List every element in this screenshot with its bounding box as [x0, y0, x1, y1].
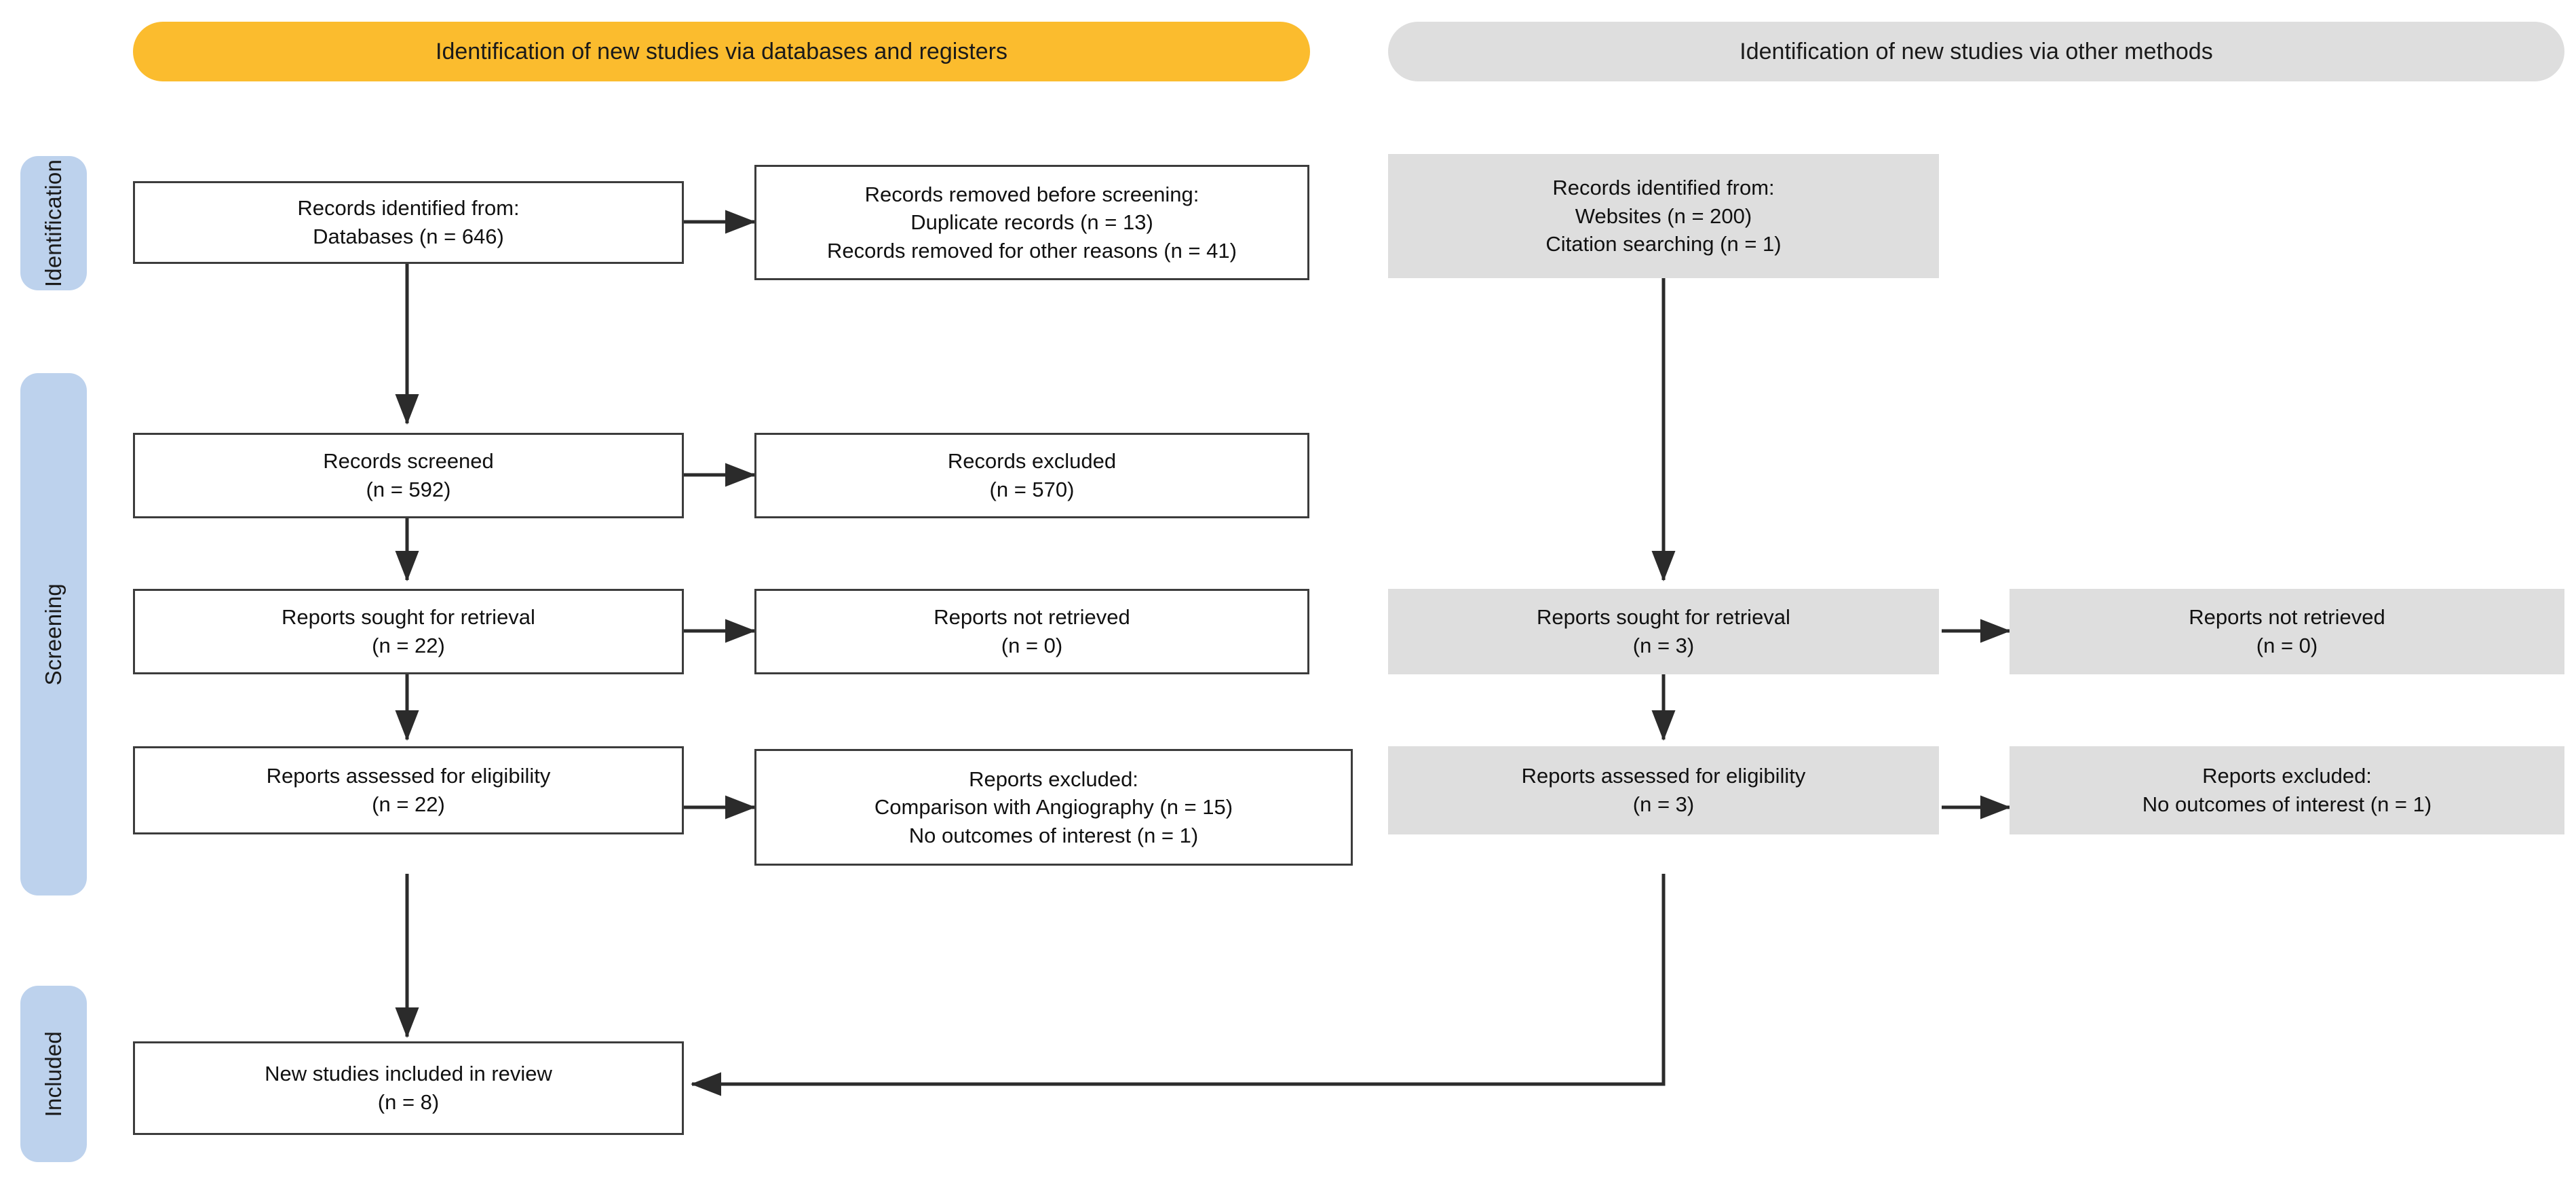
- node-db-reports-sought-for-retrieval: Reports sought for retrieval (n = 22): [133, 589, 684, 674]
- node-records-screened: Records screened (n = 592): [133, 433, 684, 518]
- node-line: (n = 0): [1001, 634, 1063, 657]
- banner-databases-registers: Identification of new studies via databa…: [133, 22, 1310, 81]
- node-records-excluded: Records excluded (n = 570): [754, 433, 1309, 518]
- node-line: Records removed before screening:: [864, 182, 1199, 206]
- node-other-reports-assessed-for-eligibility: Reports assessed for eligibility (n = 3): [1388, 746, 1939, 834]
- node-line: New studies included in review: [265, 1062, 552, 1086]
- stage-pill-screening: Screening: [20, 373, 87, 896]
- node-line: (n = 22): [372, 792, 445, 816]
- banner-right-label: Identification of new studies via other …: [1739, 38, 2213, 64]
- node-records-identified-other-methods: Records identified from: Websites (n = 2…: [1388, 154, 1939, 278]
- node-line: (n = 570): [989, 478, 1075, 501]
- node-line: Records screened: [323, 449, 494, 474]
- node-other-reports-not-retrieved: Reports not retrieved (n = 0): [2010, 589, 2564, 674]
- node-db-reports-excluded: Reports excluded: Comparison with Angiog…: [754, 749, 1353, 866]
- node-other-reports-sought-for-retrieval: Reports sought for retrieval (n = 3): [1388, 589, 1939, 674]
- node-other-reports-excluded: Reports excluded: No outcomes of interes…: [2010, 746, 2564, 834]
- node-line: (n = 3): [1632, 792, 1695, 816]
- node-line: Records identified from:: [297, 196, 520, 220]
- node-line: Databases (n = 646): [313, 225, 504, 248]
- node-line: Reports sought for retrieval: [282, 605, 535, 630]
- node-line: Records removed for other reasons (n = 4…: [827, 238, 1237, 263]
- node-line: (n = 0): [2256, 634, 2318, 657]
- stage-pill-identification: Identification: [20, 156, 87, 290]
- node-new-studies-included-in-review: New studies included in review (n = 8): [133, 1041, 684, 1135]
- node-line: (n = 3): [1632, 634, 1695, 657]
- node-line: (n = 592): [366, 478, 451, 501]
- node-line: Reports sought for retrieval: [1537, 605, 1790, 630]
- node-line: Records excluded: [947, 449, 1117, 474]
- stage-label-identification: Identification: [41, 159, 66, 288]
- node-line: Reports not retrieved: [934, 605, 1130, 630]
- node-line: Reports excluded:: [2202, 764, 2372, 788]
- node-line: (n = 22): [372, 634, 445, 657]
- stage-label-screening: Screening: [41, 583, 66, 686]
- node-line: Duplicate records (n = 13): [910, 210, 1153, 235]
- node-records-identified-databases: Records identified from: Databases (n = …: [133, 181, 684, 264]
- node-line: Comparison with Angiography (n = 15): [874, 795, 1233, 820]
- node-line: No outcomes of interest (n = 1): [908, 823, 1199, 847]
- node-records-removed-before-screening: Records removed before screening: Duplic…: [754, 165, 1309, 280]
- node-line: Reports not retrieved: [2189, 605, 2385, 630]
- node-line: Records identified from:: [1552, 176, 1775, 200]
- node-line: Websites (n = 200): [1575, 204, 1752, 228]
- node-line: Reports assessed for eligibility: [1521, 764, 1806, 788]
- stage-pill-included: Included: [20, 986, 87, 1162]
- node-line: Citation searching (n = 1): [1545, 232, 1782, 256]
- node-line: No outcomes of interest (n = 1): [2142, 792, 2432, 816]
- node-line: Reports assessed for eligibility: [266, 764, 551, 788]
- node-db-reports-assessed-for-eligibility: Reports assessed for eligibility (n = 22…: [133, 746, 684, 834]
- node-db-reports-not-retrieved: Reports not retrieved (n = 0): [754, 589, 1309, 674]
- banner-other-methods: Identification of new studies via other …: [1388, 22, 2564, 81]
- node-line: (n = 8): [377, 1090, 440, 1114]
- node-line: Reports excluded:: [969, 767, 1138, 791]
- stage-label-included: Included: [41, 1031, 66, 1117]
- arrow-other-assessed-to-included: [691, 874, 1666, 1096]
- banner-left-label: Identification of new studies via databa…: [436, 38, 1007, 64]
